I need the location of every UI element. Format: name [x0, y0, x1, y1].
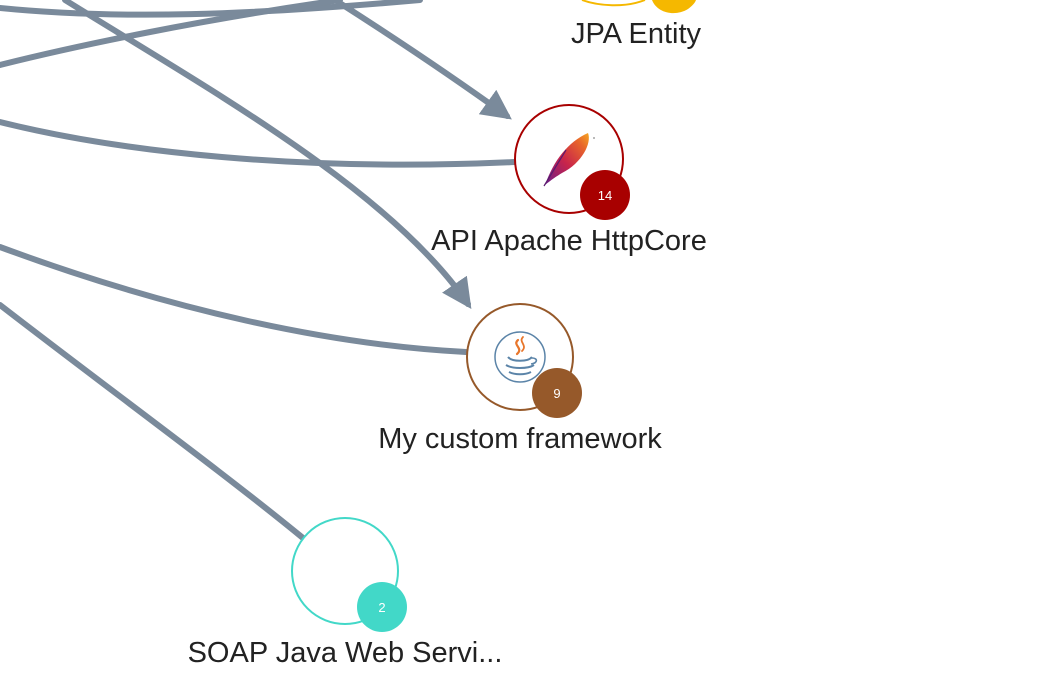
edge-to-my-custom-framework[interactable] — [62, 0, 472, 309]
edge-to-api-apache-httpcore[interactable] — [0, 119, 518, 168]
node-badge-count: 9 — [553, 386, 560, 401]
edge[interactable] — [0, 0, 423, 18]
node-api-apache-httpcore[interactable]: 14 API Apache HttpCore — [431, 104, 707, 257]
apache-feather-icon — [543, 133, 595, 187]
node-label: SOAP Java Web Servi... — [188, 637, 503, 669]
node-label: API Apache HttpCore — [431, 225, 707, 257]
edge-to-my-custom-framework[interactable] — [0, 244, 469, 355]
edge[interactable] — [0, 0, 343, 68]
node-badge — [357, 582, 407, 632]
node-label: My custom framework — [378, 423, 662, 455]
node-soap-java-web-services[interactable]: 2 SOAP Java Web Servi... — [188, 517, 503, 669]
edges — [0, 0, 518, 541]
edge-to-api-apache-httpcore[interactable] — [332, 0, 512, 120]
node-circle — [581, 0, 646, 7]
node-my-custom-framework[interactable]: 9 My custom framework — [378, 303, 662, 455]
node-badge-count: 2 — [378, 600, 385, 615]
node-jpa-entity[interactable]: JPA Entity — [571, 0, 702, 50]
node-badge — [532, 368, 582, 418]
java-cup-icon — [494, 331, 546, 383]
node-badge — [652, 0, 696, 14]
edge-to-soap-java-web-services[interactable] — [0, 302, 306, 541]
node-badge-count: 14 — [598, 188, 612, 203]
node-label: JPA Entity — [571, 18, 702, 50]
node-badge — [580, 170, 630, 220]
